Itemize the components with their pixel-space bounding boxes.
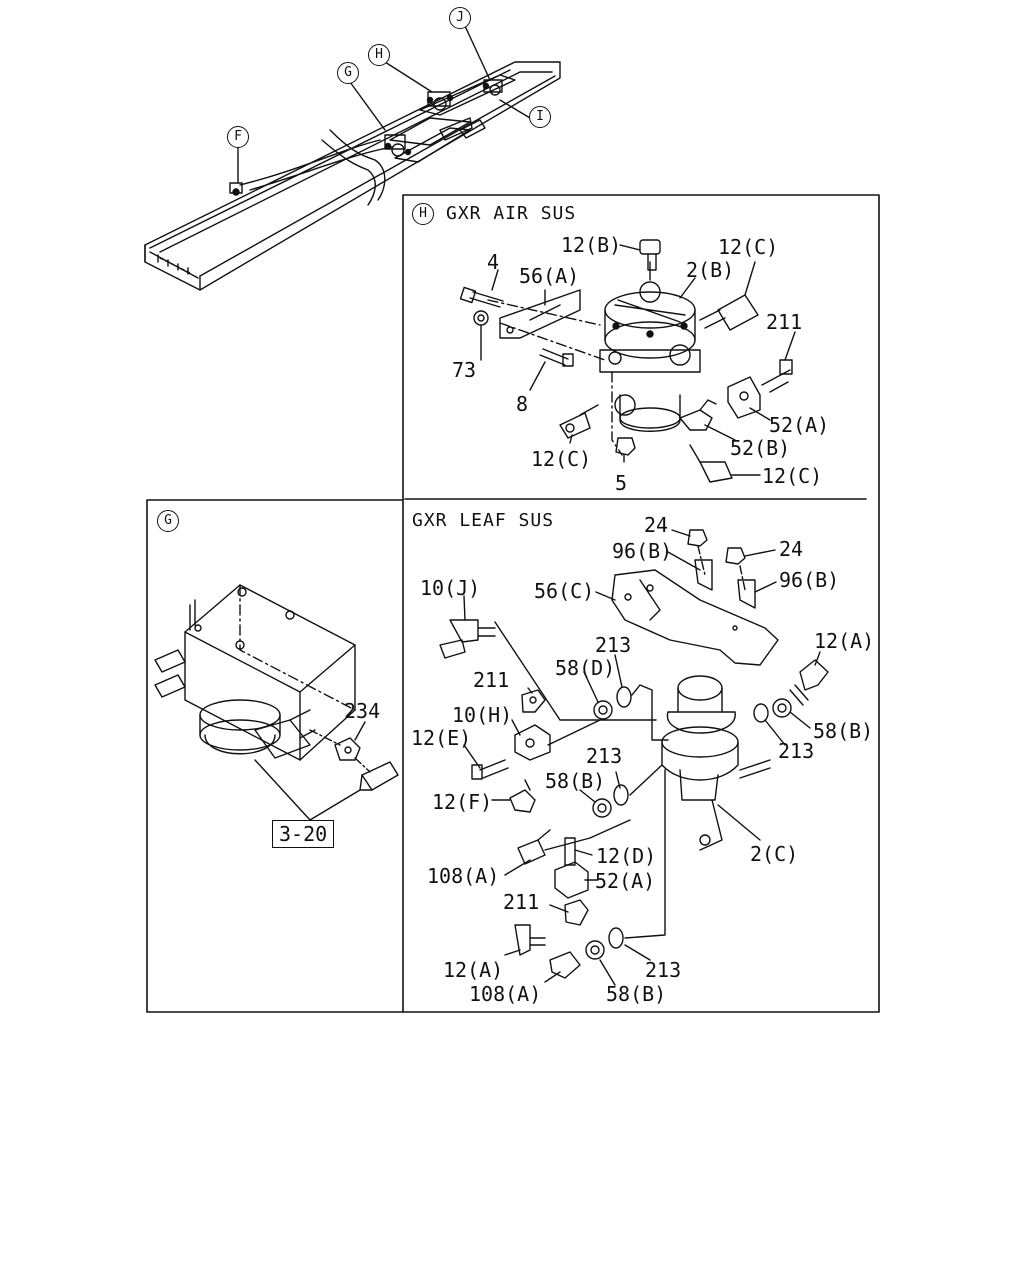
label-12c-top: 12(C)	[718, 235, 779, 259]
label-2b: 2(B)	[686, 258, 735, 282]
label-2c: 2(C)	[750, 842, 799, 866]
label-24-b: 24	[779, 537, 804, 561]
label-12d: 12(D)	[596, 844, 657, 868]
label-213-c: 213	[645, 958, 682, 982]
label-10j: 10(J)	[420, 576, 481, 600]
label-58b-bottom: 58(B)	[606, 982, 667, 1006]
callout-h: H	[368, 44, 390, 66]
label-12e: 12(E)	[411, 726, 472, 750]
air-sus-title: GXR AIR SUS	[446, 203, 577, 224]
label-56a: 56(A)	[519, 264, 580, 288]
label-213-b: 213	[586, 744, 623, 768]
label-12c-bottom: 12(C)	[762, 464, 823, 488]
panel-frames	[146, 194, 880, 1013]
label-96b-b: 96(B)	[779, 568, 840, 592]
label-52a-air: 52(A)	[769, 413, 830, 437]
air-sus-assembly	[459, 239, 796, 483]
label-8: 8	[516, 392, 529, 416]
callout-j: J	[449, 7, 471, 29]
label-4: 4	[487, 250, 500, 274]
label-58b-mid: 58(B)	[545, 769, 606, 793]
label-24-a: 24	[644, 513, 669, 537]
label-234: 234	[344, 699, 381, 723]
callout-g: G	[337, 62, 359, 84]
frame-valve-j	[482, 79, 503, 96]
callout-i: I	[529, 106, 551, 128]
leaf-sus-assembly	[439, 529, 829, 986]
g-panel-assembly	[154, 584, 399, 821]
label-58b-right: 58(B)	[813, 719, 874, 743]
label-52b-air: 52(B)	[730, 436, 791, 460]
label-211-a: 211	[473, 668, 510, 692]
callout-f: F	[227, 126, 249, 148]
label-12a-bottom: 12(A)	[443, 958, 504, 982]
label-73: 73	[452, 358, 477, 382]
leaf-sus-title: GXR LEAF SUS	[412, 510, 555, 531]
label-213-right: 213	[778, 739, 815, 763]
air-sus-marker: H	[412, 203, 434, 225]
label-56c: 56(C)	[534, 579, 595, 603]
frame-valve-h	[426, 91, 454, 111]
label-10h: 10(H)	[452, 703, 513, 727]
label-12c-left: 12(C)	[531, 447, 592, 471]
label-5: 5	[615, 471, 628, 495]
label-52a-leaf: 52(A)	[595, 869, 656, 893]
label-96b-a: 96(B)	[612, 539, 673, 563]
label-211-air: 211	[766, 310, 803, 334]
label-213-a: 213	[595, 633, 632, 657]
g-panel-marker: G	[157, 510, 179, 532]
label-108a-bottom: 108(A)	[469, 982, 542, 1006]
label-211-b: 211	[503, 890, 540, 914]
label-108a-top: 108(A)	[427, 864, 500, 888]
label-12b: 12(B)	[561, 233, 622, 257]
frame-valve-f	[229, 182, 243, 196]
label-12a-top: 12(A)	[814, 629, 875, 653]
reference-box-3-20[interactable]: 3-20	[272, 820, 335, 848]
label-12f: 12(F)	[432, 790, 493, 814]
label-58d: 58(D)	[555, 656, 616, 680]
chassis-frame-overview	[144, 25, 561, 291]
frame-valve-g	[384, 134, 412, 157]
